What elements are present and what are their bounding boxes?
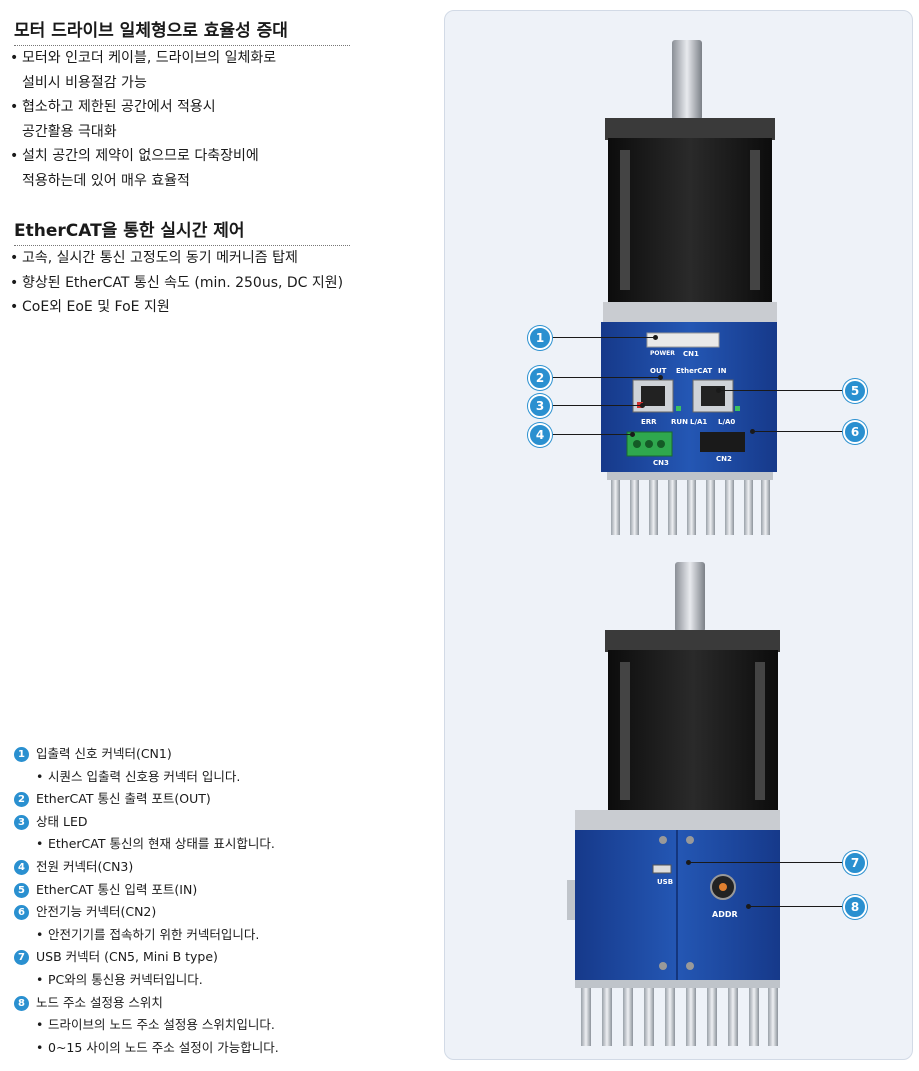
heatsink-fins xyxy=(611,480,770,535)
callout-dot-2 xyxy=(658,375,663,380)
callout-2: 2 xyxy=(528,366,552,390)
motor-body xyxy=(608,650,778,812)
cn2-label: CN2 xyxy=(716,455,732,463)
callout-6: 6 xyxy=(843,420,867,444)
motor-flange xyxy=(605,118,775,140)
callout-8: 8 xyxy=(843,895,867,919)
list-item: 향상된 EtherCAT 통신 속도 (min. 250us, DC 지원) xyxy=(10,271,350,296)
callout-line-5 xyxy=(718,390,844,391)
callout-1: 1 xyxy=(528,326,552,350)
la1-label: L/A1 xyxy=(690,418,708,426)
motor-shaft xyxy=(672,40,702,120)
legend-desc-6: 안전기기를 접속하기 위한 커넥터입니다. xyxy=(14,924,434,947)
callout-dot-1 xyxy=(653,335,658,340)
callout-7: 7 xyxy=(843,851,867,875)
motor-front-view xyxy=(601,40,777,535)
cn1-label: CN1 xyxy=(683,350,699,358)
callout-dot-5 xyxy=(716,388,721,393)
addr-label: ADDR xyxy=(712,910,738,919)
callout-line-4 xyxy=(550,434,632,435)
out-label: OUT xyxy=(650,367,667,375)
section-title-ethercat: EtherCAT을 통한 실시간 제어 xyxy=(14,216,350,246)
list-item: 고속, 실시간 통신 고정도의 동기 메커니즘 탑제 xyxy=(10,246,350,271)
callout-line-1 xyxy=(550,337,655,338)
in-label: IN xyxy=(718,367,727,375)
motor-body xyxy=(608,138,772,303)
heatsink-fins xyxy=(581,988,778,1046)
callout-line-8 xyxy=(748,906,844,907)
motor-mid-block xyxy=(575,810,780,832)
callout-line-6 xyxy=(752,431,844,432)
callout-dot-7 xyxy=(686,860,691,865)
motor-shaft xyxy=(675,562,705,632)
ethercat-label: EtherCAT xyxy=(676,367,713,375)
legend-desc-8b: 0~15 사이의 노드 주소 설정이 가능합니다. xyxy=(14,1037,434,1060)
usb-port xyxy=(652,864,672,874)
callout-4: 4 xyxy=(528,423,552,447)
callout-line-2 xyxy=(550,377,660,378)
callout-dot-6 xyxy=(750,429,755,434)
err-label: ERR xyxy=(641,418,657,426)
legend-desc-7: PC와의 통신용 커넥터입니다. xyxy=(14,969,434,992)
power-label: POWER xyxy=(650,350,675,357)
callout-dot-3 xyxy=(640,403,645,408)
legend-desc-3: EtherCAT 통신의 현재 상태를 표시합니다. xyxy=(14,833,434,856)
legend-desc-8: 드라이브의 노드 주소 설정용 스위치입니다. xyxy=(14,1014,434,1037)
motor-side-view xyxy=(567,562,780,1046)
callout-line-3 xyxy=(550,405,642,406)
cn2-safety-connector xyxy=(700,432,745,452)
ethercat-features-list: 고속, 실시간 통신 고정도의 동기 메커니즘 탑제 향상된 EtherCAT … xyxy=(10,246,350,320)
callout-dot-4 xyxy=(630,432,635,437)
callout-3: 3 xyxy=(528,394,552,418)
usb-label: USB xyxy=(657,878,674,886)
motor-mid-block xyxy=(603,302,777,324)
callout-5: 5 xyxy=(843,379,867,403)
list-item: CoE외 EoE 및 FoE 지원 xyxy=(10,295,350,320)
callout-line-7 xyxy=(688,862,844,863)
motor-flange xyxy=(605,630,780,652)
cn1-connector xyxy=(646,332,720,348)
section-title-integration: 모터 드라이브 일체형으로 효율성 증대 xyxy=(14,16,350,46)
la0-label: L/A0 xyxy=(718,418,736,426)
cn3-label: CN3 xyxy=(653,459,669,467)
run-label: RUN xyxy=(671,418,688,426)
callout-dot-8 xyxy=(746,904,751,909)
legend-desc-1: 시퀀스 입출력 신호용 커넥터 입니다. xyxy=(14,766,434,789)
